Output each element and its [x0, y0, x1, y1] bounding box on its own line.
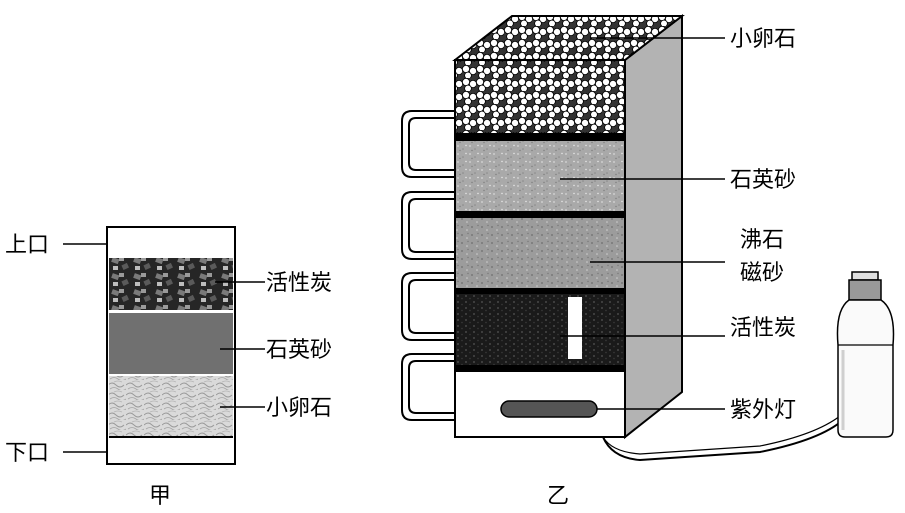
filter-b-carbon-label: 活性炭 — [730, 316, 796, 341]
filter-b-quartz-label: 石英砂 — [730, 168, 796, 193]
filter-a-layer-quartz — [109, 313, 233, 374]
filter-a-bottom-opening-label: 下口 — [5, 441, 49, 466]
filter-b-pebbles-label: 小卵石 — [730, 27, 796, 52]
filter-b-layer-zeolite — [455, 218, 625, 288]
filter-b-cable — [602, 419, 844, 462]
filter-a: 上口 下口 活性炭 石英砂 小卵石 甲 — [5, 226, 332, 509]
filter-b-side-face — [624, 13, 683, 440]
filter-a-layer-pebbles — [109, 376, 233, 438]
filter-b-layer-carbon — [455, 294, 625, 365]
filter-b-zeolite-label-1: 沸石 — [740, 228, 784, 253]
filter-b-caption: 乙 — [547, 484, 569, 509]
filter-a-top-opening-label: 上口 — [5, 233, 49, 258]
filter-b-tube-3 — [401, 272, 455, 341]
filter-b-layer-pebbles — [454, 59, 626, 135]
filter-b-tube-4 — [401, 353, 455, 421]
filter-b-tube-1 — [401, 110, 455, 178]
filter-b-uv-lamp — [500, 400, 598, 418]
filter-a-quartz-label: 石英砂 — [266, 338, 332, 363]
filter-b-tube-2 — [401, 191, 455, 260]
filter-a-caption: 甲 — [149, 484, 171, 509]
filter-a-pebbles-label: 小卵石 — [266, 396, 332, 421]
filter-b-carbon-slot — [568, 297, 582, 359]
filter-b: 小卵石 石英砂 沸石 磁砂 活性炭 紫外灯 乙 — [401, 13, 895, 509]
filter-b-uv-label: 紫外灯 — [730, 398, 796, 423]
filter-b-layer-quartz — [455, 141, 625, 211]
filter-a-layer-carbon — [109, 258, 233, 310]
filter-b-zeolite-label-2: 磁砂 — [740, 261, 784, 286]
filter-a-carbon-label: 活性炭 — [266, 271, 332, 296]
filter-b-bottle — [836, 271, 895, 438]
filter-b-front-outline — [454, 59, 626, 438]
